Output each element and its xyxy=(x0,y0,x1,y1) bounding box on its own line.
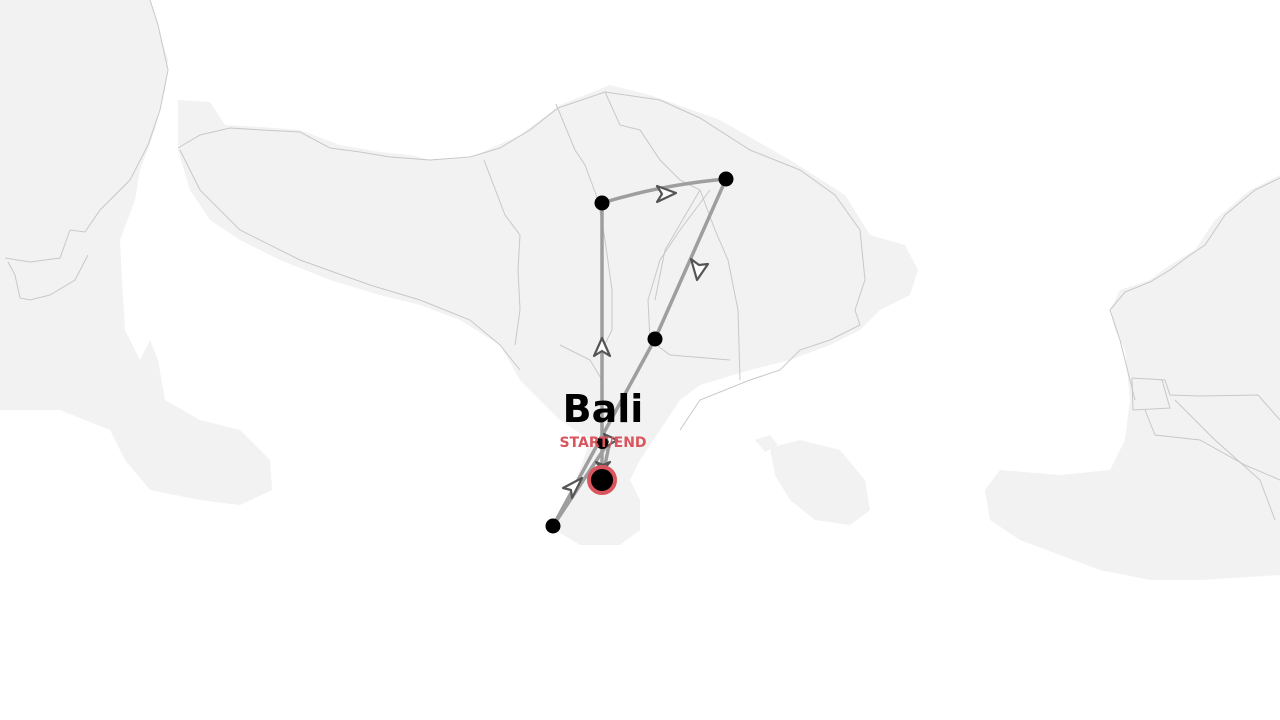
region-title: Bali xyxy=(563,387,644,431)
landmass-lombok xyxy=(985,175,1280,580)
route-segment-5 xyxy=(551,337,657,528)
landmass-java xyxy=(0,0,272,505)
arrow-up-right-icon xyxy=(561,476,584,500)
stop-marker[interactable] xyxy=(594,195,610,211)
arrow-right-icon xyxy=(655,184,678,204)
arrow-down-icon xyxy=(689,257,710,282)
stops xyxy=(545,171,734,534)
start-end-label: START/END xyxy=(559,435,646,451)
stop-marker[interactable] xyxy=(718,171,734,187)
stop-marker[interactable] xyxy=(647,331,663,347)
start-end-marker[interactable] xyxy=(587,465,617,495)
arrow-up-icon xyxy=(592,336,612,358)
landmass-nusa-penida xyxy=(755,435,870,525)
stop-marker[interactable] xyxy=(545,518,561,534)
stop-marker[interactable] xyxy=(596,437,608,449)
